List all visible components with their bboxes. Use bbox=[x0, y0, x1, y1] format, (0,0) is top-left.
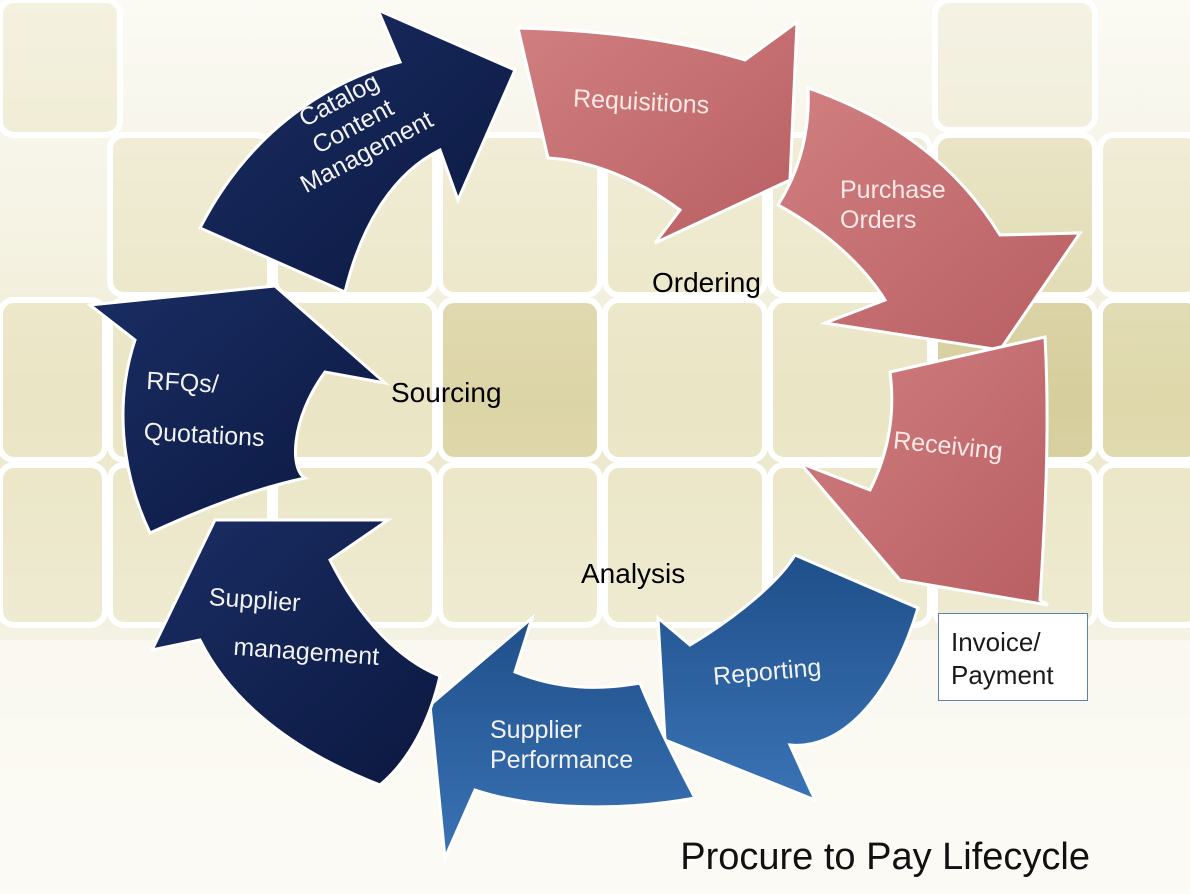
purchase-orders-label: Purchase Orders bbox=[840, 176, 946, 235]
receiving-arrow bbox=[798, 335, 1049, 607]
ordering-phase-label: Ordering bbox=[652, 267, 761, 298]
purchase-orders-arrow bbox=[775, 85, 1083, 352]
supplier-performance-line-1: Supplier bbox=[490, 716, 582, 744]
invoice-payment-line-1: Invoice/ bbox=[951, 627, 1041, 657]
purchase-orders-line-2: Orders bbox=[840, 205, 917, 234]
supplier-performance-arrow bbox=[428, 613, 698, 864]
diagram-title: Procure to Pay Lifecycle bbox=[680, 836, 1090, 878]
supplier-performance-label: Supplier Performance bbox=[490, 716, 633, 775]
rfqs-line-2: Quotations bbox=[143, 418, 266, 453]
rfqs-line-1: RFQs/ bbox=[145, 366, 220, 399]
purchase-orders-line-1: Purchase bbox=[840, 176, 946, 204]
invoice-payment-box: Invoice/ Payment bbox=[938, 613, 1088, 701]
supplier-performance-line-2: Performance bbox=[490, 745, 634, 774]
invoice-payment-line-2: Payment bbox=[951, 660, 1054, 691]
sourcing-phase-label: Sourcing bbox=[391, 377, 502, 408]
catalog-arrow bbox=[197, 7, 517, 295]
supplier-management-label: Supplier management bbox=[204, 574, 384, 681]
reporting-arrow bbox=[656, 553, 920, 803]
supplier-management-arrow bbox=[149, 518, 442, 787]
rfqs-arrow bbox=[86, 284, 391, 535]
rfqs-label: RFQs/ Quotations bbox=[142, 356, 268, 465]
analysis-phase-label: Analysis bbox=[581, 558, 686, 589]
requisitions-arrow bbox=[516, 18, 799, 245]
